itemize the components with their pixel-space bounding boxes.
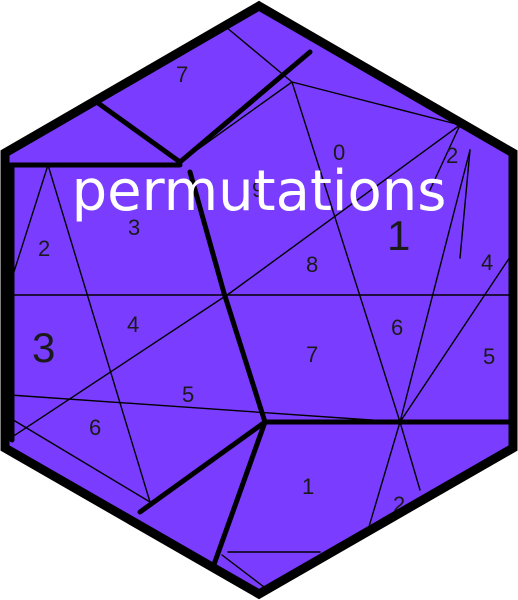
facet-number: 8: [306, 252, 318, 277]
facet-number: 3: [32, 324, 55, 371]
facet-numbers: 7 0 2 9 3 2 1 8 4 4 3 6 7 5 5 6 1 2: [32, 62, 495, 517]
facet-number: 7: [176, 62, 188, 87]
facet-number: 2: [38, 236, 50, 261]
facet-number: 1: [387, 212, 410, 259]
facet-number: 7: [306, 342, 318, 367]
facet-number: 3: [128, 215, 140, 240]
facet-lines: [5, 21, 513, 591]
facet-number: 4: [481, 250, 493, 275]
hex-background: [5, 6, 513, 594]
facet-number: 2: [446, 143, 458, 168]
facet-number: 5: [182, 382, 194, 407]
facet-number: 5: [483, 344, 495, 369]
facet-number: 9: [252, 177, 264, 202]
logo-title: permutations: [72, 159, 447, 224]
facet-number: 4: [127, 312, 139, 337]
facet-number: 0: [333, 140, 345, 165]
facet-number: 6: [89, 415, 101, 440]
facet-number: 1: [302, 474, 314, 499]
facet-number: 6: [391, 315, 403, 340]
